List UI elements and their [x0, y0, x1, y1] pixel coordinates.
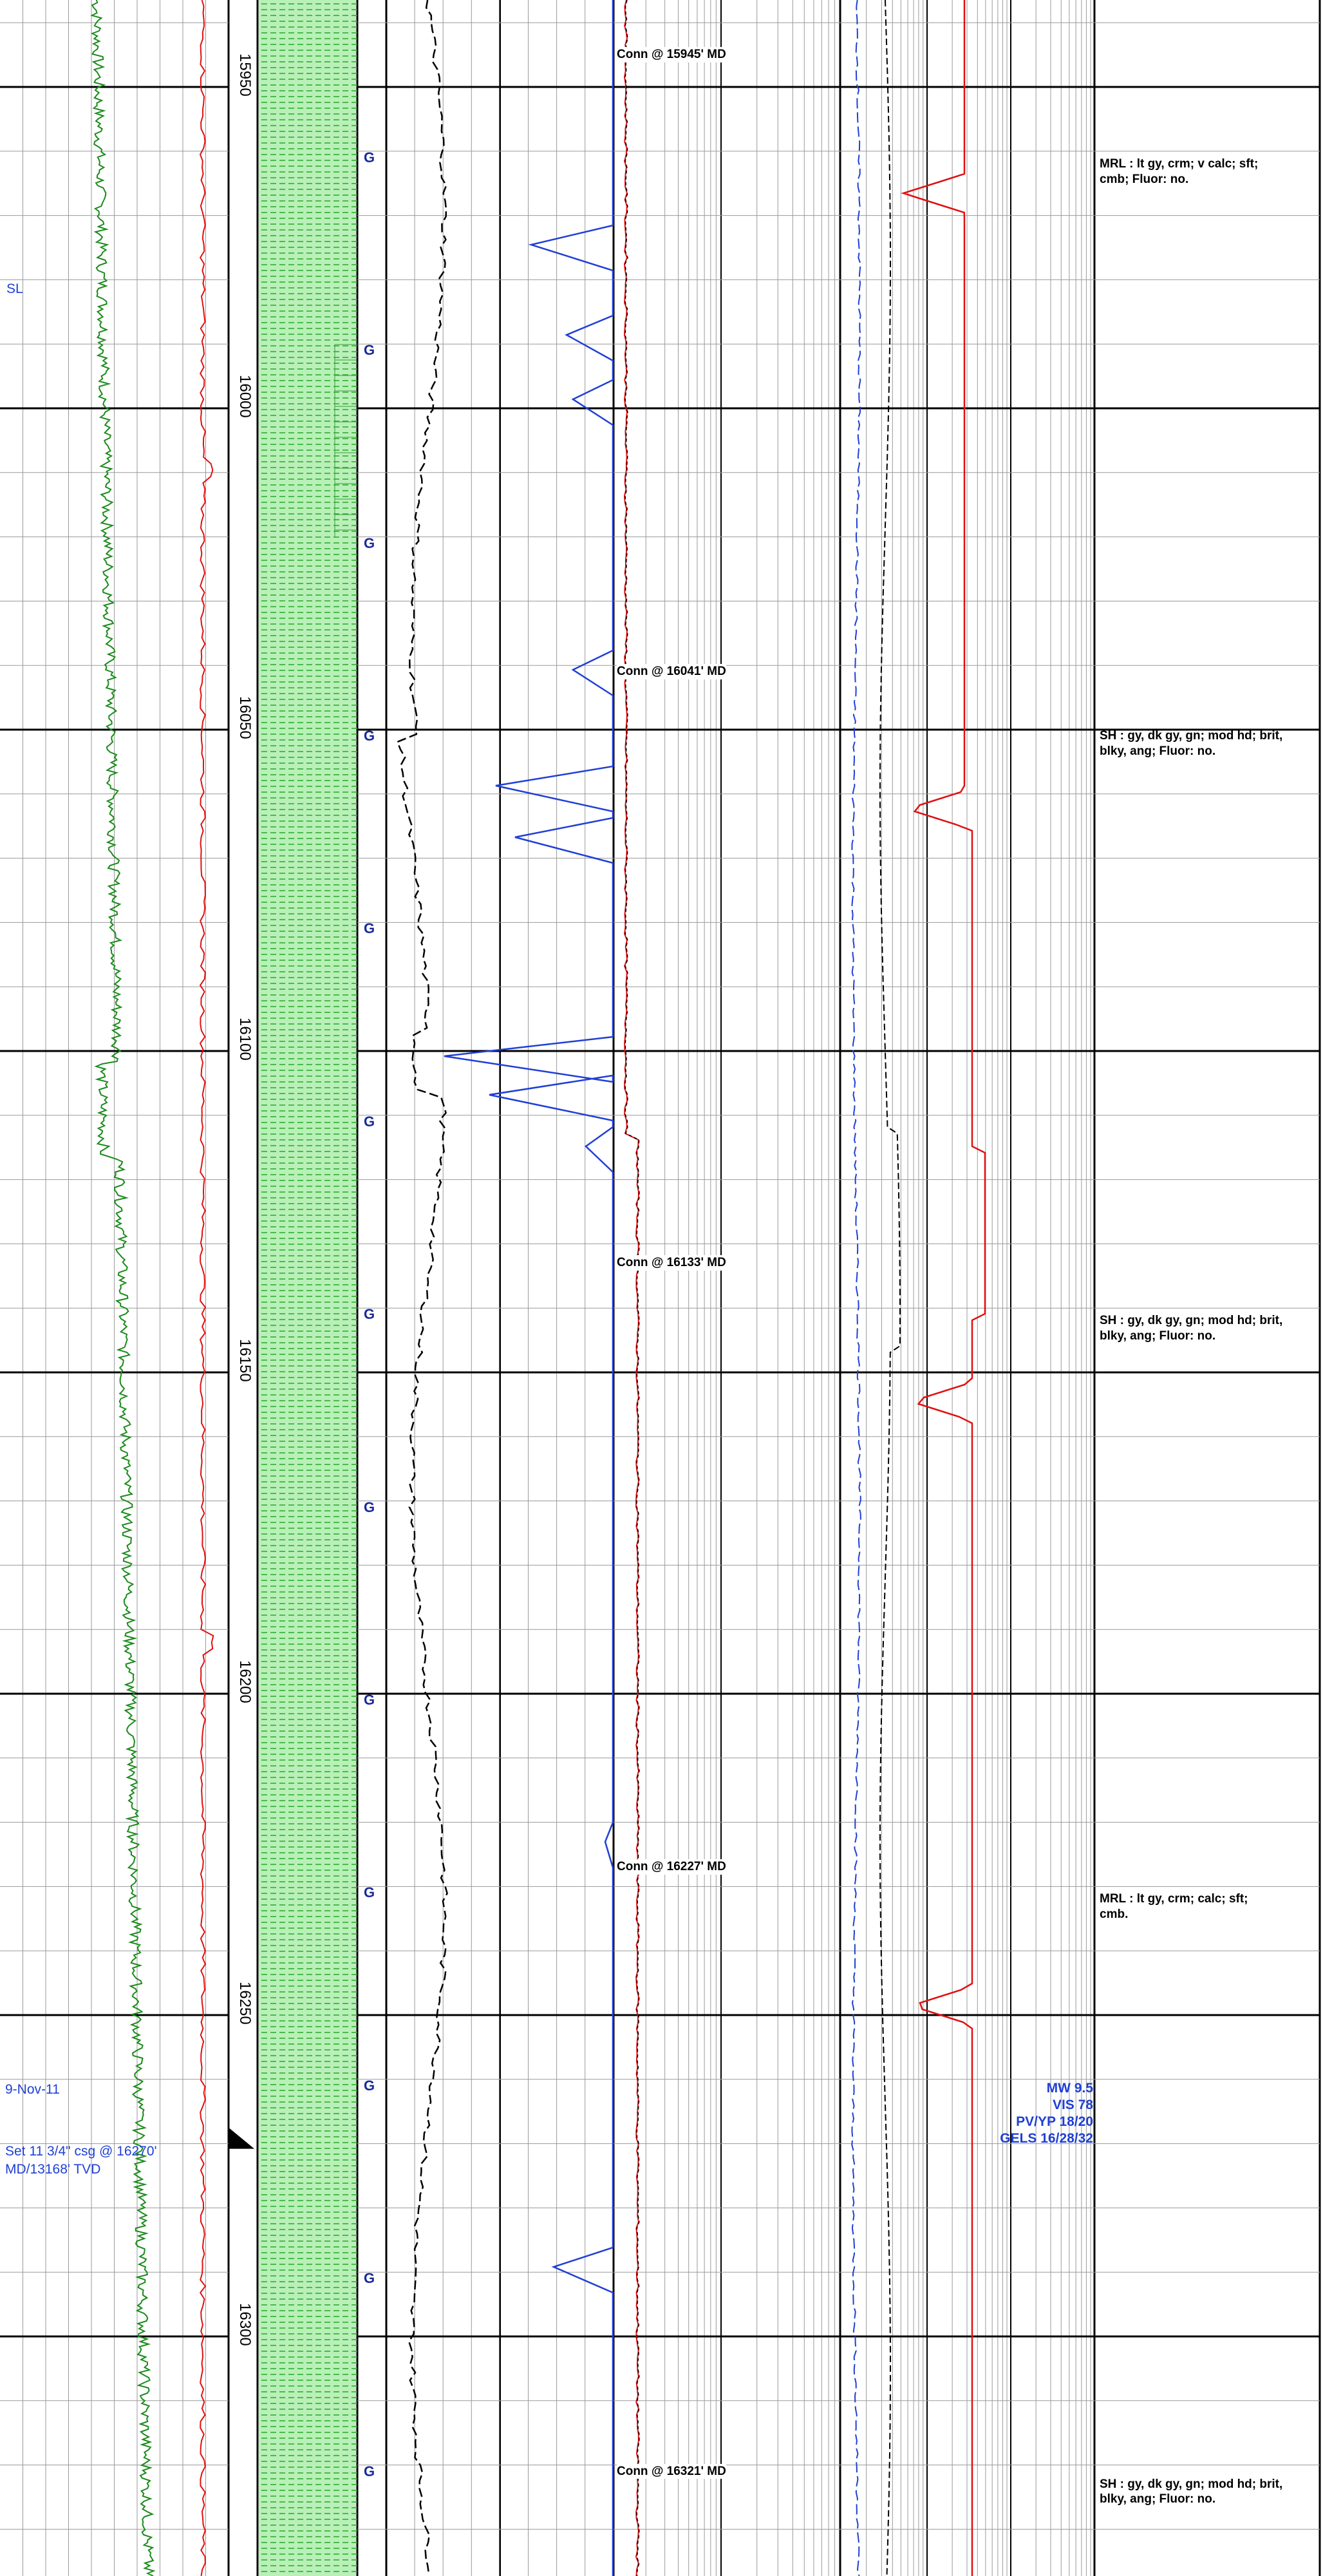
lithology-shale-fill: [259, 0, 356, 2576]
lithology-column: [259, 0, 357, 2576]
